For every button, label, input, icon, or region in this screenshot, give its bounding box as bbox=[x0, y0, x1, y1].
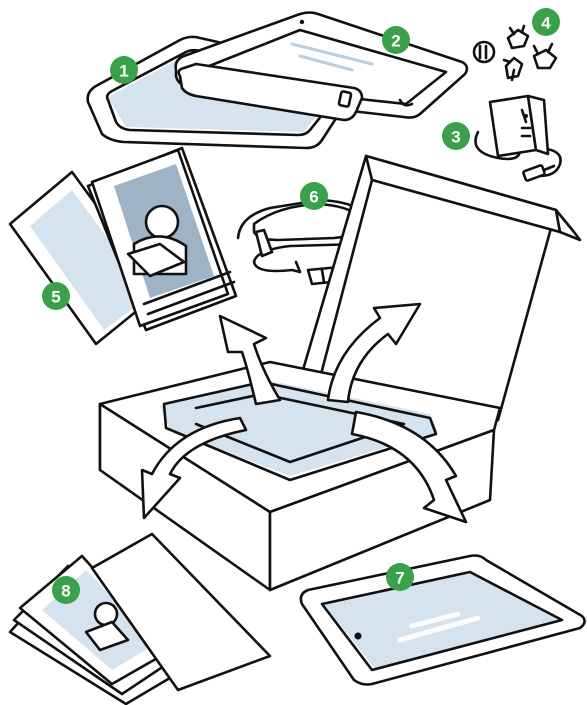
badge-item-1: 1 bbox=[110, 56, 138, 84]
badges-layer: 1 2 3 4 5 6 7 8 bbox=[42, 8, 560, 604]
badge-item-3: 3 bbox=[442, 122, 470, 150]
badge-circle bbox=[52, 576, 80, 604]
badge-circle bbox=[42, 282, 70, 310]
badge-circle bbox=[386, 563, 414, 591]
badge-number: 3 bbox=[451, 128, 460, 147]
badge-item-2: 2 bbox=[382, 26, 410, 54]
leaflet-icon bbox=[8, 146, 238, 346]
badge-item-5: 5 bbox=[42, 282, 70, 310]
badge-item-8: 8 bbox=[52, 576, 80, 604]
badge-number: 1 bbox=[119, 62, 128, 81]
badge-number: 2 bbox=[391, 32, 400, 51]
plug-adapters-icon bbox=[472, 24, 558, 82]
badge-item-4: 4 bbox=[532, 8, 560, 36]
badge-circle bbox=[382, 26, 410, 54]
charger-cable-icon bbox=[474, 94, 562, 182]
badge-number: 7 bbox=[395, 569, 404, 588]
arrow-up-left-icon bbox=[218, 314, 282, 406]
arrow-down-right-icon bbox=[350, 410, 468, 524]
badge-circle bbox=[442, 122, 470, 150]
screen-protector-icon bbox=[174, 11, 469, 122]
badge-item-7: 7 bbox=[386, 563, 414, 591]
arrow-down-left-icon bbox=[140, 416, 248, 520]
badge-circle bbox=[300, 182, 328, 210]
arrow-up-right-icon bbox=[326, 302, 422, 404]
badge-circle bbox=[110, 56, 138, 84]
badge-number: 4 bbox=[541, 14, 551, 33]
tablet-icon bbox=[299, 554, 586, 686]
badge-item-6: 6 bbox=[300, 182, 328, 210]
badge-number: 6 bbox=[309, 188, 318, 207]
unbox-arrows bbox=[140, 302, 468, 524]
badge-number: 8 bbox=[61, 582, 70, 601]
badge-number: 5 bbox=[51, 288, 60, 307]
badge-circle bbox=[532, 8, 560, 36]
